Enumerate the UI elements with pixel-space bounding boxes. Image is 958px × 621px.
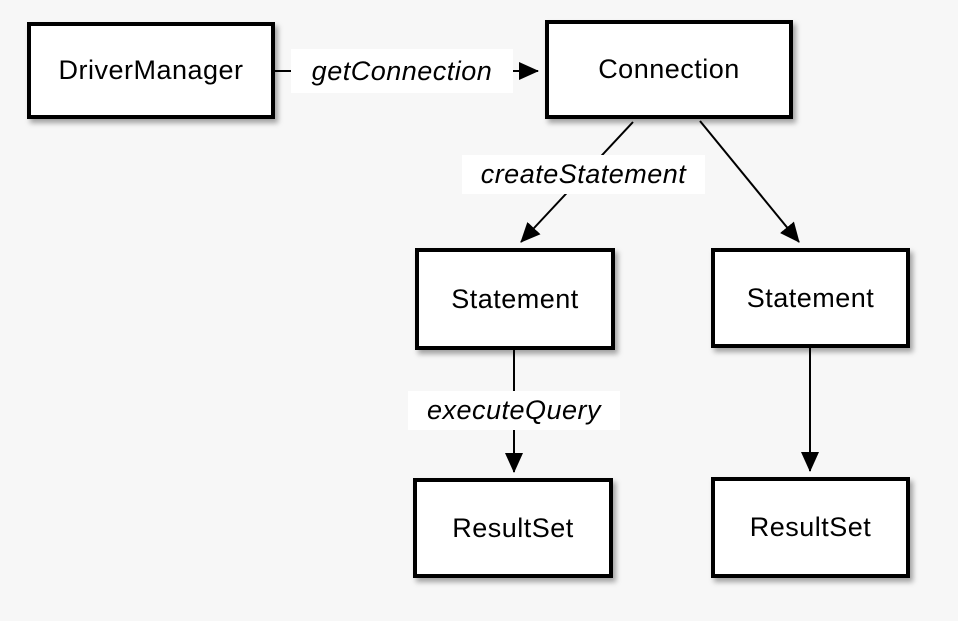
node-connection-label: Connection <box>598 54 740 84</box>
node-statement-left-label: Statement <box>451 283 579 314</box>
edge-connection-statement-right-line <box>699 120 800 243</box>
node-resultset-left: ResultSet <box>413 478 613 578</box>
edge-label-getconnection: getConnection <box>291 49 513 93</box>
edge-label-createstatement: createStatement <box>462 155 705 194</box>
node-resultset-left-label: ResultSet <box>452 512 574 543</box>
node-statement-left: Statement <box>415 248 615 350</box>
node-statement-right-label: Statement <box>746 282 875 313</box>
node-resultset-right: ResultSet <box>711 477 910 578</box>
edge-label-getconnection-text: getConnection <box>311 55 493 86</box>
node-driver-manager: DriverManager <box>27 22 275 119</box>
edge-label-executequery: executeQuery <box>408 391 620 430</box>
edge-label-createstatement-text: createStatement <box>480 159 687 189</box>
node-statement-right: Statement <box>711 248 910 348</box>
node-driver-manager-label: DriverManager <box>58 55 244 85</box>
node-resultset-right-label: ResultSet <box>749 512 872 542</box>
node-connection: Connection <box>545 20 793 119</box>
edge-label-executequery-text: executeQuery <box>426 395 602 425</box>
